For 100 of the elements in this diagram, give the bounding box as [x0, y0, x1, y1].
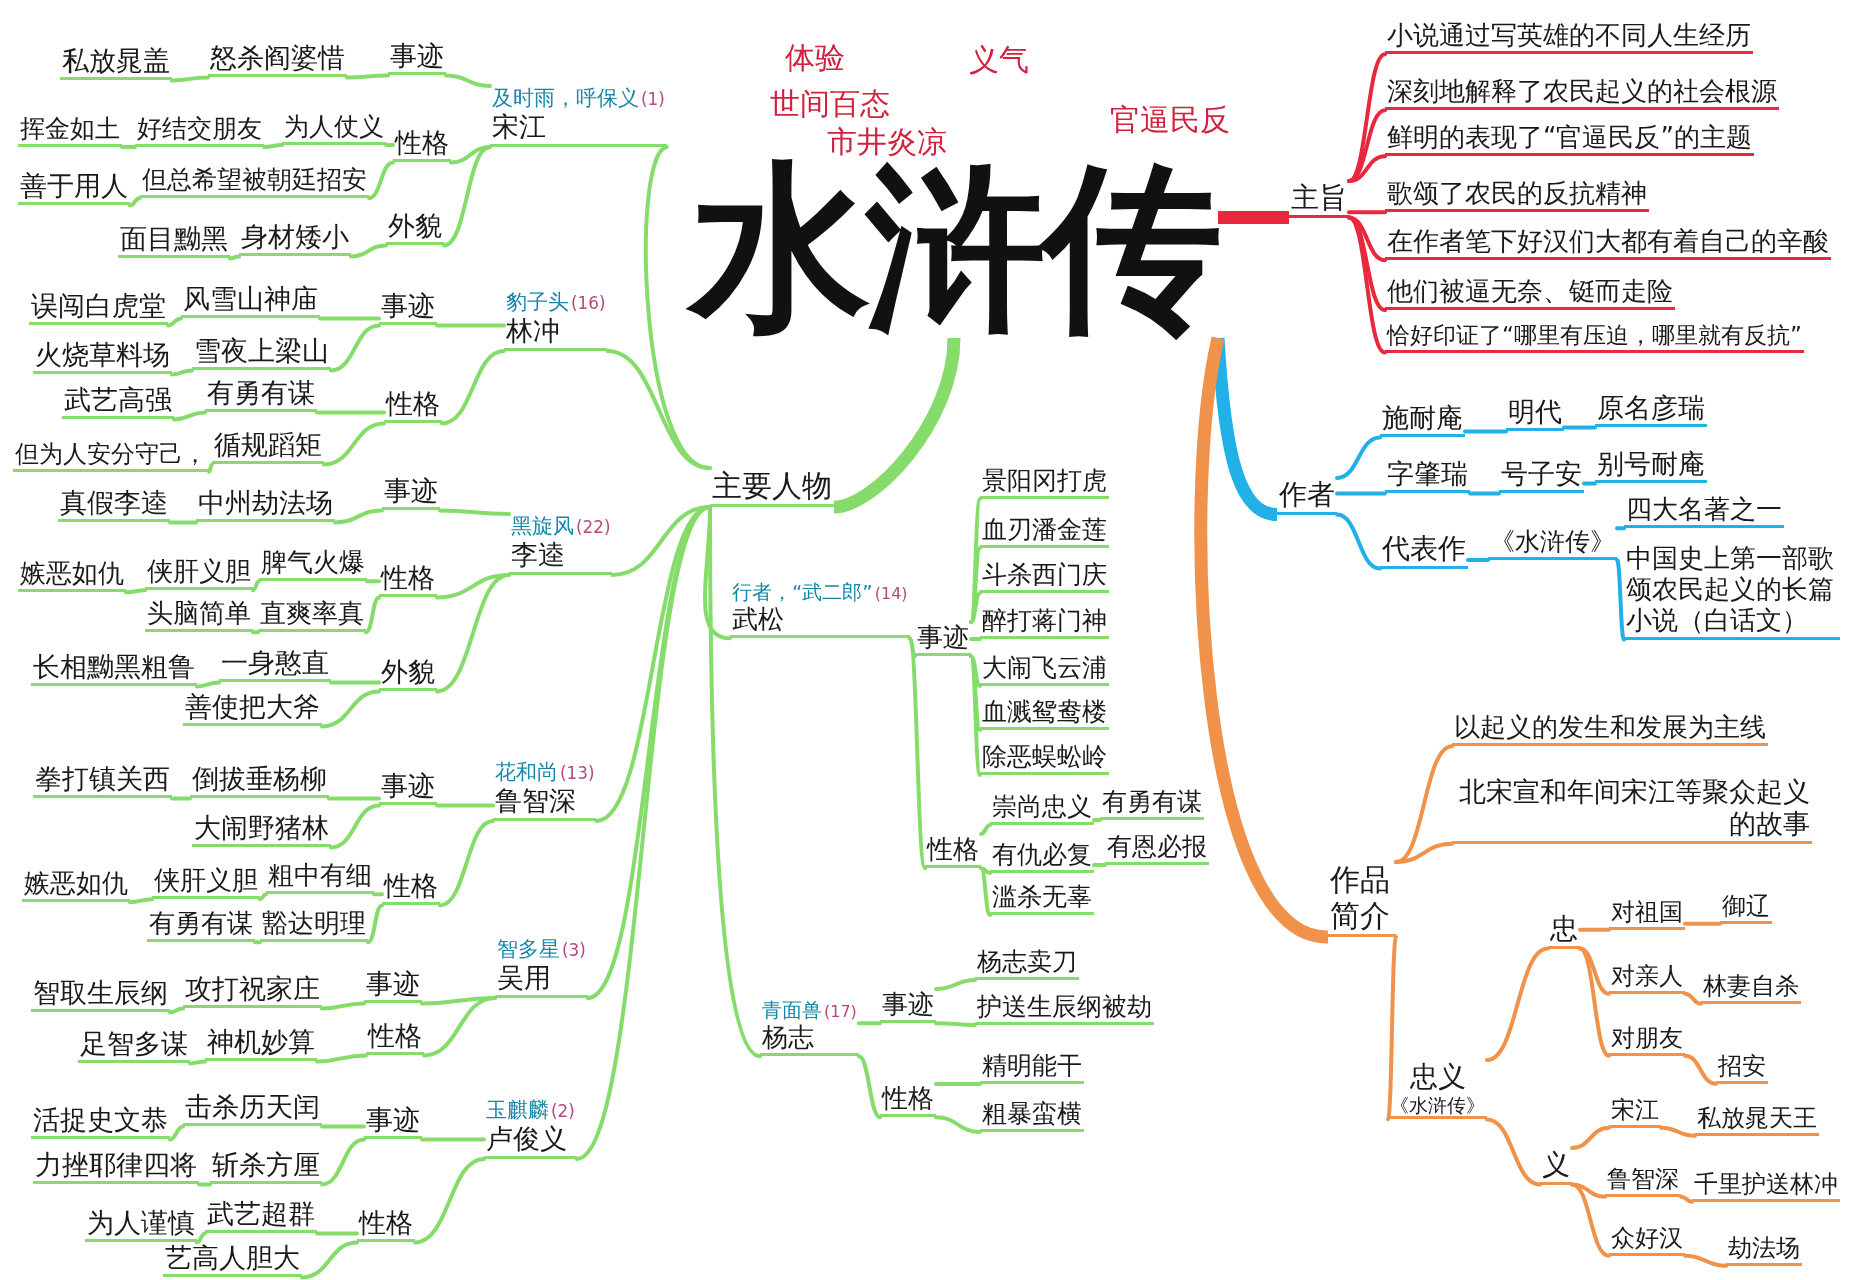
topic-label: 事迹 — [364, 1104, 422, 1140]
branch-line — [1092, 863, 1107, 867]
branch-line — [327, 796, 381, 801]
topic-label: 鲁智深 — [1605, 1165, 1681, 1197]
branch-line — [329, 323, 381, 373]
branch-line — [979, 823, 992, 836]
topic-label: 雪夜上梁山 — [192, 335, 331, 371]
topic-label: 善使把大斧 — [183, 691, 322, 727]
topic-label: 攻打祝家庄 — [183, 973, 322, 1009]
topic-label: 但总希望被朝廷招安 — [140, 165, 369, 198]
topic-label: 有仇必复 — [990, 840, 1094, 873]
nickname-text: 花和尚 — [495, 760, 558, 784]
branch-line — [170, 368, 194, 377]
character-branch — [490, 86, 667, 147]
topic-label: 一身憨直 — [219, 647, 331, 683]
topic-label: 性格 — [393, 127, 451, 163]
branch-line — [856, 1021, 882, 1026]
branch-line — [605, 348, 712, 470]
topic-label: 长相黝黑粗鲁 — [31, 651, 197, 687]
topic-label: 真假李逵 — [58, 487, 170, 523]
topic-label: 私放晁盖 — [60, 45, 172, 81]
character-branch — [509, 514, 613, 575]
topic-label: 中国史上第一部歌颂农民起义的长篇小说（白话文） — [1624, 543, 1840, 640]
topic-label: 宋江 — [1609, 1096, 1661, 1128]
branch-line — [318, 316, 381, 321]
topic-label: 外貌 — [379, 656, 437, 692]
topic-label: 外貌 — [386, 210, 444, 246]
branch-line — [329, 803, 381, 850]
topic-label: 拳打镇关西 — [33, 763, 172, 799]
branch-line — [128, 196, 142, 208]
topic-label: 义 — [1540, 1148, 1572, 1185]
annotation-text: 体验 — [785, 39, 845, 77]
topic-label: 忠 — [1548, 912, 1580, 949]
branch-line — [934, 1115, 982, 1134]
topic-label: 对祖国 — [1609, 898, 1685, 930]
rank-number: (13) — [560, 763, 595, 783]
topic-branch — [1388, 1060, 1487, 1120]
branch-line — [1335, 491, 1387, 496]
topic-label: 事迹 — [364, 968, 422, 1004]
topic-label: 御辽 — [1720, 892, 1772, 924]
branch-line — [168, 520, 198, 525]
character-branch — [730, 580, 910, 639]
topic-label: 头脑简单 — [145, 598, 253, 633]
topic-label: 活捉史文恭 — [31, 1104, 170, 1140]
branch-line — [128, 897, 154, 905]
nickname-text: 豹子头 — [506, 290, 569, 314]
branch-line — [1615, 526, 1626, 531]
branch-line — [228, 254, 241, 261]
branch-line — [367, 160, 395, 200]
nickname-text: 玉麒麟 — [486, 1098, 549, 1122]
topic-label: 作者 — [1277, 478, 1337, 515]
topic-label: 有恩必报 — [1105, 832, 1209, 865]
branch-line — [1615, 558, 1626, 642]
topic-label: 施耐庵 — [1380, 402, 1465, 438]
topic-label: 在作者笔下好汉们大都有着自己的辛酸 — [1385, 226, 1831, 261]
topic-label: 他们被逼无奈、铤而走险 — [1385, 276, 1675, 311]
topic-label: 众好汉 — [1609, 1224, 1685, 1256]
branch-line — [315, 1231, 359, 1236]
branch-line — [384, 143, 395, 147]
branch-line — [1386, 935, 1398, 1122]
topic-label: 性格 — [379, 562, 437, 598]
topic-label: 事迹 — [915, 622, 971, 657]
nickname-text: 行者，“武二郎” — [732, 580, 873, 604]
branch-line — [120, 145, 137, 149]
branch-line — [166, 316, 183, 328]
character-branch — [760, 998, 859, 1057]
topic-label: 侠肝义胆 — [145, 556, 253, 591]
branch-line — [1683, 921, 1722, 926]
nickname-text: 及时雨，呼保义 — [492, 86, 639, 110]
branch-line — [262, 143, 284, 149]
topic-text: 忠义 — [1408, 1060, 1467, 1094]
topic-label: 滥杀无辜 — [990, 882, 1094, 915]
branch-line — [1679, 1194, 1694, 1204]
name-text: 吴用 — [497, 962, 552, 995]
topic-label: 号子安 — [1499, 458, 1584, 494]
branch-line — [907, 636, 927, 871]
topic-label: 原名彦瑞 — [1595, 392, 1707, 428]
name-text: 杨志 — [762, 1022, 815, 1054]
topic-label: 劫法场 — [1726, 1234, 1802, 1266]
topic-label: 性格 — [384, 388, 442, 424]
branch-line — [1092, 818, 1102, 822]
topic-label: 性格 — [925, 834, 981, 869]
branch-line — [258, 892, 268, 902]
branch-line — [320, 1124, 366, 1129]
branch-line — [1578, 927, 1611, 932]
branch-line — [979, 866, 992, 917]
topic-label: 斗杀西门庆 — [980, 560, 1109, 593]
topic-label: 中州劫法场 — [196, 487, 335, 523]
topic-label: 倒拔垂杨柳 — [190, 763, 329, 799]
topic-label: 事迹 — [379, 290, 437, 326]
topic-label: 风雪山神庙 — [181, 283, 320, 319]
name-text: 卢俊义 — [486, 1123, 568, 1156]
topic-label: 嫉恶如仇 — [18, 558, 126, 593]
branch-line — [832, 337, 961, 514]
topic-label: 四大名著之一 — [1624, 494, 1784, 529]
branch-line — [1466, 558, 1490, 562]
topic-label: 作品简介 — [1328, 862, 1396, 937]
topic-label: 面目黝黑 — [118, 223, 230, 259]
branch-line — [170, 75, 210, 83]
topic-label: 误闯白虎堂 — [29, 290, 168, 326]
